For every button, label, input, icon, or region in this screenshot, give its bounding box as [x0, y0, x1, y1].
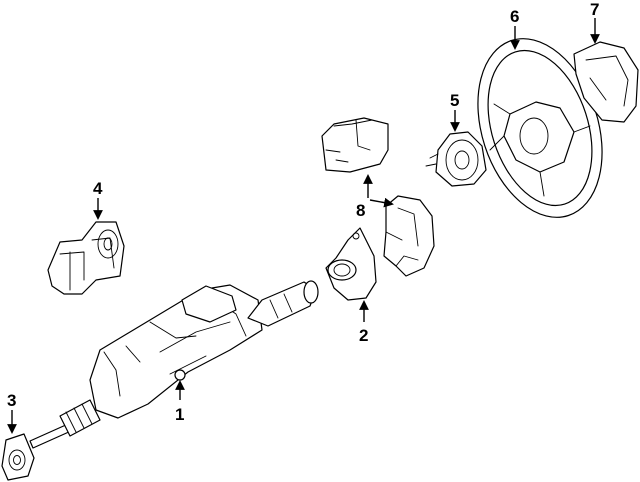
part-2-column-cover [325, 227, 377, 301]
part-1-steering-column [29, 280, 319, 449]
callout-5: 5 [450, 91, 459, 110]
callout-3: 3 [7, 391, 16, 410]
part-7-airbag-module [573, 41, 639, 123]
part-4-switch-module [47, 221, 125, 295]
part-6-steering-wheel [477, 38, 603, 218]
callout-6: 6 [510, 7, 519, 26]
part-8-shroud-lower [383, 195, 435, 277]
part-8-shroud-upper [321, 117, 389, 173]
callout-7: 7 [590, 0, 599, 19]
callout-1: 1 [175, 405, 184, 424]
part-5-clock-spring [425, 131, 487, 187]
callout-2: 2 [359, 326, 368, 345]
callout-labels: 1 2 3 4 5 6 7 8 [7, 0, 599, 424]
callout-8: 8 [356, 201, 365, 220]
callout-4: 4 [93, 179, 103, 198]
part-3-end-bracket [1, 433, 35, 481]
leader-lines [7, 18, 600, 434]
